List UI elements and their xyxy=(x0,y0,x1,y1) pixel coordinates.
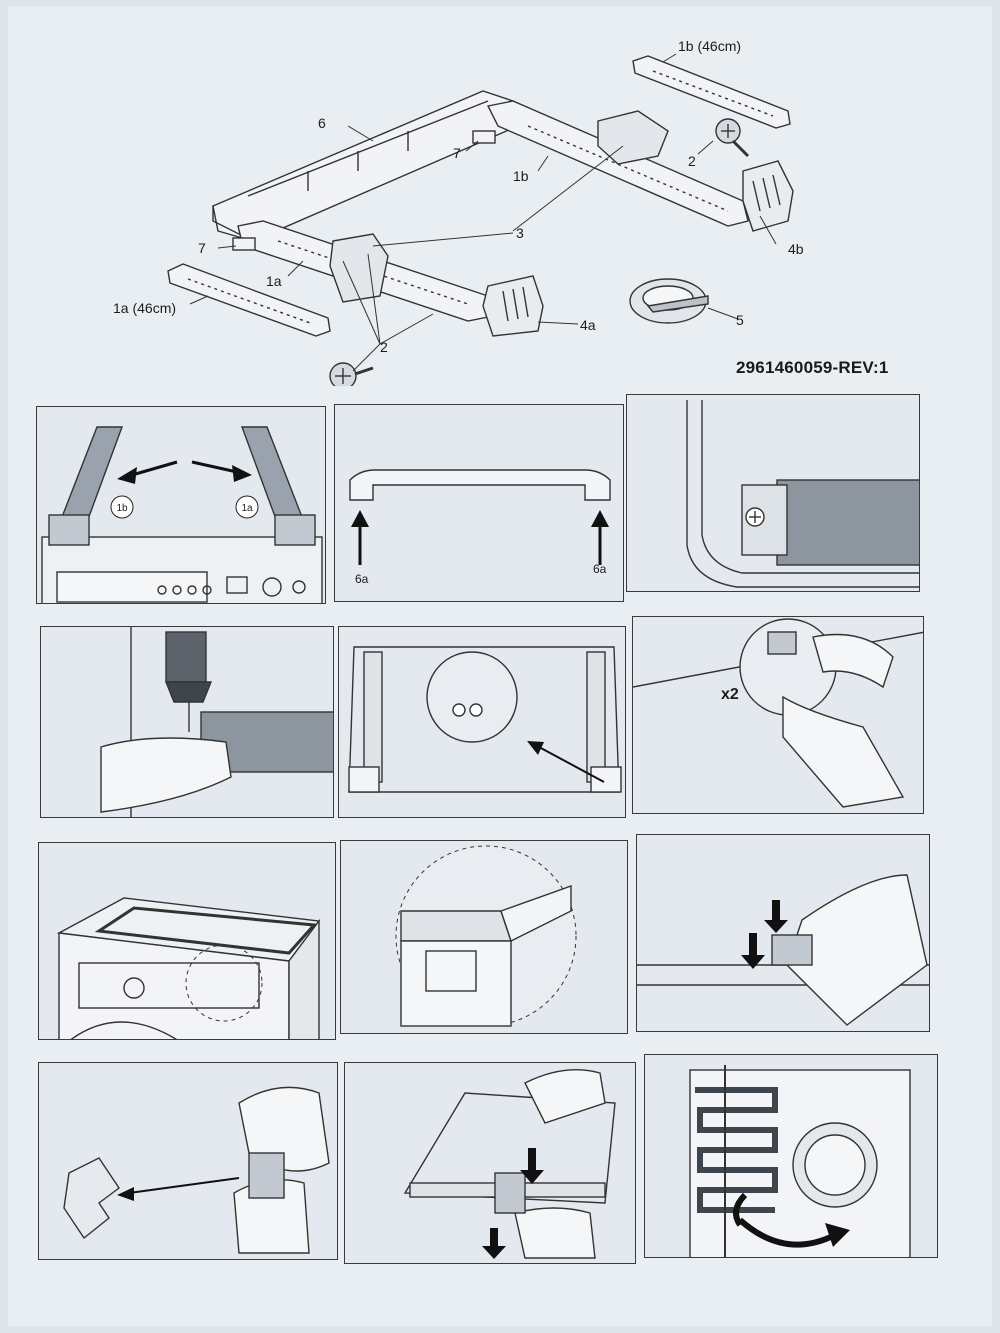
hand-icon xyxy=(100,737,232,813)
rail-1b-46 xyxy=(632,55,791,129)
frame-bar-icon xyxy=(349,469,611,501)
badge-1b xyxy=(110,495,134,519)
clamp-plate-3-top xyxy=(597,110,669,165)
exploded-overview-diagram: 1b (46cm) 6 7 1b 2 3 4b 7 1a 1a (46cm) 4… xyxy=(113,38,804,386)
arrow-down-icon xyxy=(520,1170,544,1184)
rail-1a-46 xyxy=(167,263,331,337)
bracket-7-left xyxy=(232,237,256,251)
label-5: 5 xyxy=(736,312,744,328)
clamp-plate-3-bottom xyxy=(329,233,389,303)
step-panel-3 xyxy=(626,394,920,592)
arrow-left-icon xyxy=(117,1187,134,1201)
frame-bar-6 xyxy=(212,90,519,242)
foot-4a xyxy=(482,275,544,337)
arrow-curve-icon xyxy=(825,1223,850,1247)
label-7-left: 7 xyxy=(198,240,206,256)
part-number: 2961460059-REV:1 xyxy=(736,358,889,377)
label-4b: 4b xyxy=(788,241,804,257)
label-1a-46cm: 1a (46cm) xyxy=(113,300,176,316)
step-panel-11 xyxy=(344,1062,636,1264)
label-4a: 4a xyxy=(580,317,596,333)
label-3: 3 xyxy=(516,225,524,241)
badge-1a xyxy=(235,495,259,519)
strap-icon xyxy=(695,1087,778,1213)
label-1a: 1a xyxy=(266,273,282,289)
label-2-top: 2 xyxy=(688,153,696,169)
rail-detail xyxy=(776,479,919,566)
hand-icon xyxy=(524,1068,606,1124)
label-6a-left: 6a xyxy=(355,572,369,586)
arrow-up-left-icon xyxy=(351,510,369,527)
arrow-down-icon xyxy=(764,920,788,933)
hand-icon xyxy=(786,874,928,1026)
step-panel-12 xyxy=(644,1054,938,1258)
foot-4b xyxy=(742,160,794,232)
step-panel-4 xyxy=(40,626,334,818)
drill-icon xyxy=(165,631,207,683)
step-panel-8 xyxy=(340,840,628,1034)
instruction-sheet: 1b (46cm) 6 7 1b 2 3 4b 7 1a 1a (46cm) 4… xyxy=(8,6,992,1326)
svg-text:1b: 1b xyxy=(116,503,128,514)
step-panel-2: 6a 6a xyxy=(334,404,624,602)
arrow-down-icon-2 xyxy=(482,1246,506,1259)
arrow-left-icon xyxy=(117,467,137,484)
arrow-up-right-icon xyxy=(591,510,609,527)
step-panel-7 xyxy=(38,842,336,1040)
label-1b-46cm: 1b (46cm) xyxy=(678,38,741,54)
step-panel-5 xyxy=(338,626,626,818)
label-6a-right: 6a xyxy=(593,562,607,576)
detail-circle xyxy=(185,944,263,1022)
step-panel-9 xyxy=(636,834,930,1032)
bracket-7-top xyxy=(472,130,496,144)
magnifier-circle xyxy=(426,651,518,743)
label-1b: 1b xyxy=(513,168,529,184)
label-2-bottom: 2 xyxy=(380,339,388,355)
arrow-icon xyxy=(527,741,544,755)
svg-text:1a: 1a xyxy=(241,503,253,514)
bracket-icon xyxy=(63,1157,120,1240)
arrow-right-icon xyxy=(232,465,252,482)
multiplier-x2: x2 xyxy=(721,686,739,703)
frame-topview xyxy=(403,1092,616,1204)
label-6: 6 xyxy=(318,115,326,131)
arrow-down-icon-2 xyxy=(741,955,765,969)
step-panel-1: 1b 1a xyxy=(36,406,326,604)
step-panel-10 xyxy=(38,1062,338,1260)
label-7-top: 7 xyxy=(453,145,461,161)
step-panel-6: x2 xyxy=(632,616,924,814)
hand-icon xyxy=(782,695,905,808)
